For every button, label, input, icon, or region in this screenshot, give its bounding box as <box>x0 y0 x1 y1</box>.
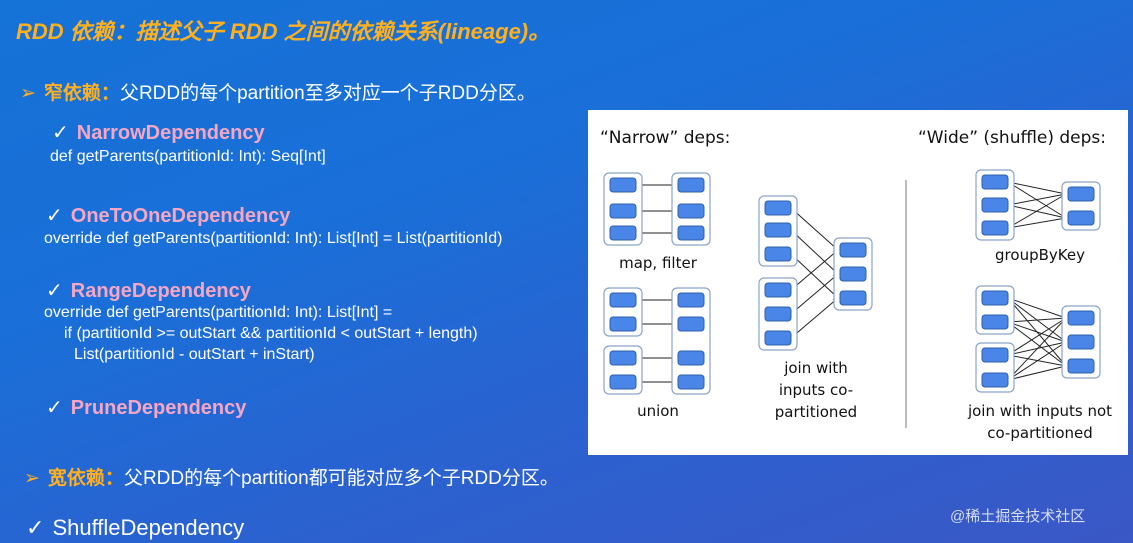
partition-block <box>1067 210 1095 226</box>
dependency-diagram-panel: “Narrow” deps: “Wide” (shuffle) deps: ma… <box>588 110 1128 455</box>
arrow-bullet-icon: ➢ <box>24 468 40 489</box>
narrow-key: 窄依赖： <box>43 83 120 104</box>
partition-block <box>981 197 1009 213</box>
partition-block <box>764 246 792 262</box>
prune-dependency-label: PruneDependency <box>70 397 247 419</box>
dependency-arrow <box>1007 192 1067 206</box>
join-co-label-3: partitioned <box>775 403 857 421</box>
partition-block <box>764 200 792 216</box>
partition-block <box>981 347 1009 363</box>
dependency-arrow <box>1007 315 1067 323</box>
join-not-label-2: co-partitioned <box>987 424 1093 442</box>
partition-block <box>609 316 637 332</box>
dependency-arrow <box>790 249 839 291</box>
join-co-label-2: inputs co- <box>779 381 853 399</box>
range-dependency-heading: ✓ RangeDependency <box>46 278 251 303</box>
range-dependency-label: RangeDependency <box>70 280 251 302</box>
union-label: union <box>637 402 679 420</box>
shuffle-dependency-label: ShuffleDependency <box>52 515 245 540</box>
partition-block <box>839 266 867 282</box>
narrow-deps-title: “Narrow” deps: <box>600 128 730 148</box>
range-code-line-3: List(partitionId - outStart + inStart) <box>74 346 315 363</box>
dependency-arrow <box>1007 364 1067 381</box>
dependency-arrow <box>790 297 839 339</box>
narrow-dependency-code: def getParents(partitionId: Int): Seq[In… <box>50 148 326 165</box>
check-icon: ✓ <box>46 397 63 419</box>
dependency-arrow <box>790 207 839 251</box>
partition-block <box>677 316 705 332</box>
arrow-bullet-icon: ➢ <box>20 83 36 104</box>
dependency-arrow <box>1007 216 1067 229</box>
map-filter-label: map, filter <box>619 254 698 272</box>
wide-desc: 父RDD的每个partition都可能对应多个子RDD分区。 <box>123 468 559 489</box>
partition-block <box>839 290 867 306</box>
one-to-one-heading: ✓ OneToOneDependency <box>46 203 290 228</box>
partition-block <box>981 220 1009 236</box>
partition-block <box>764 222 792 238</box>
wide-deps-title: “Wide” (shuffle) deps: <box>918 128 1106 148</box>
narrow-bullet: ➢ 窄依赖：父RDD的每个partition至多对应一个子RDD分区。 <box>20 78 536 105</box>
watermark-footer: @稀土掘金技术社区 <box>950 508 1086 525</box>
partition-block <box>609 177 637 193</box>
dependency-arrow <box>1007 321 1067 367</box>
range-code-line-1: override def getParents(partitionId: Int… <box>44 304 393 321</box>
partition-block <box>981 372 1009 388</box>
partition-block <box>1067 334 1095 350</box>
partition-block <box>677 292 705 308</box>
partition-block <box>609 350 637 366</box>
dependency-arrow <box>790 229 839 275</box>
partition-block <box>609 292 637 308</box>
check-icon: ✓ <box>52 122 69 144</box>
partition-block <box>764 330 792 346</box>
union-child <box>671 287 711 395</box>
partition-block <box>1067 310 1095 326</box>
wide-bullet: ➢ 宽依赖：父RDD的每个partition都可能对应多个子RDD分区。 <box>24 463 559 490</box>
join-co-label-1: join with <box>783 359 848 377</box>
partition-block <box>609 374 637 390</box>
dependency-arrow <box>1007 193 1067 229</box>
group-by-key-label: groupByKey <box>995 246 1085 264</box>
one-to-one-label: OneToOneDependency <box>70 205 291 227</box>
partition-block <box>677 203 705 219</box>
one-to-one-code: override def getParents(partitionId: Int… <box>44 230 503 247</box>
dependency-arrow <box>1007 341 1067 381</box>
check-icon: ✓ <box>26 515 45 540</box>
shuffle-dependency-heading: ✓ ShuffleDependency <box>26 515 244 541</box>
partition-block <box>839 242 867 258</box>
join-not-label-1: join with inputs not <box>967 402 1112 420</box>
dependency-arrow <box>1007 297 1067 319</box>
prune-dependency-heading: ✓ PruneDependency <box>46 395 246 420</box>
page-title: RDD 依赖：描述父子 RDD 之间的依赖关系(lineage)。 <box>16 19 551 44</box>
dependency-arrow <box>790 273 839 315</box>
check-icon: ✓ <box>46 280 63 302</box>
dependency-arrow <box>790 253 839 299</box>
dependency-arrow <box>1007 317 1067 356</box>
partition-block <box>764 306 792 322</box>
partition-block <box>1067 358 1095 374</box>
partition-block <box>981 290 1009 306</box>
partition-block <box>609 203 637 219</box>
check-icon: ✓ <box>46 205 63 227</box>
dependency-diagram: “Narrow” deps: “Wide” (shuffle) deps: ma… <box>600 128 1112 442</box>
narrow-dependency-label: NarrowDependency <box>76 122 265 144</box>
partition-block <box>981 174 1009 190</box>
range-code-line-2: if (partitionId >= outStart && partition… <box>64 325 478 342</box>
partition-block <box>609 225 637 241</box>
partition-block <box>764 282 792 298</box>
wide-key: 宽依赖： <box>47 468 124 489</box>
narrow-desc: 父RDD的每个partition至多对应一个子RDD分区。 <box>119 83 536 104</box>
partition-block <box>677 350 705 366</box>
partition-block <box>1067 186 1095 202</box>
dependency-arrow <box>1007 181 1067 196</box>
partition-block <box>981 314 1009 330</box>
partition-block <box>677 177 705 193</box>
partition-block <box>677 225 705 241</box>
narrow-dependency-heading: ✓ NarrowDependency <box>52 120 265 145</box>
dependency-arrow <box>1007 321 1067 343</box>
dependency-arrow <box>1007 317 1067 381</box>
partition-block <box>677 374 705 390</box>
